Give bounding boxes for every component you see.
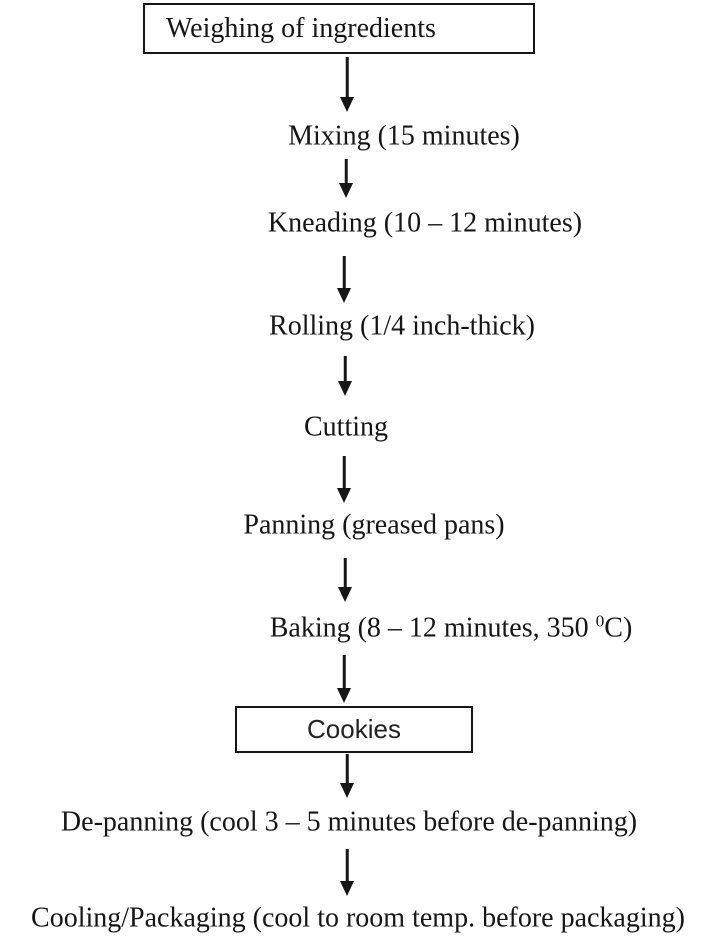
baking-temp-superscript: 0 [595,611,605,631]
arrow-head-icon [338,587,352,602]
flow-step-depanning: De-panning (cool 3 – 5 minutes before de… [60,806,638,838]
flow-arrow-down-9 [339,849,355,896]
arrow-shaft [343,356,347,383]
flow-arrow-down-7 [336,655,352,703]
flow-node-cookies: Cookies [235,706,473,753]
arrow-head-icon [337,688,351,703]
flow-step-baking: Baking (8 – 12 minutes, 350 0C) [269,611,633,645]
flow-arrow-down-1 [339,57,355,112]
arrow-shaft [345,754,349,785]
arrow-head-icon [339,183,353,198]
flow-arrow-down-5 [336,456,352,503]
flow-arrow-down-6 [337,558,353,602]
arrow-shaft [342,655,346,690]
flow-node-cookies-label: Cookies [307,714,401,744]
arrow-head-icon [337,488,351,503]
arrow-head-icon [337,288,351,303]
flow-node-weighing: Weighing of ingredients [143,3,535,54]
arrow-head-icon [340,881,354,896]
arrow-shaft [343,558,347,589]
flow-arrow-down-2 [338,159,354,198]
arrow-head-icon [340,97,354,112]
flow-step-baking-label-pre: Baking (8 – 12 minutes, 350 [269,612,596,644]
arrow-head-icon [338,381,352,396]
flow-step-baking-label-post: C) [604,612,633,644]
arrow-shaft [345,57,349,99]
flow-step-kneading: Kneading (10 – 12 minutes) [267,207,583,239]
flow-step-cooling-packaging: Cooling/Packaging (cool to room temp. be… [31,902,685,934]
arrow-shaft [345,849,349,883]
flow-node-weighing-label: Weighing of ingredients [166,12,436,44]
flow-step-mixing: Mixing (15 minutes) [288,120,520,152]
flow-arrow-down-8 [339,754,355,798]
flow-step-panning: Panning (greased pans) [243,509,505,541]
flow-step-cutting: Cutting [303,411,389,443]
flow-arrow-down-4 [337,356,353,396]
flow-arrow-down-3 [336,256,352,303]
arrow-shaft [344,159,348,185]
arrow-shaft [342,256,346,290]
arrow-head-icon [340,783,354,798]
flow-step-rolling: Rolling (1/4 inch-thick) [269,310,535,342]
arrow-shaft [342,456,346,490]
